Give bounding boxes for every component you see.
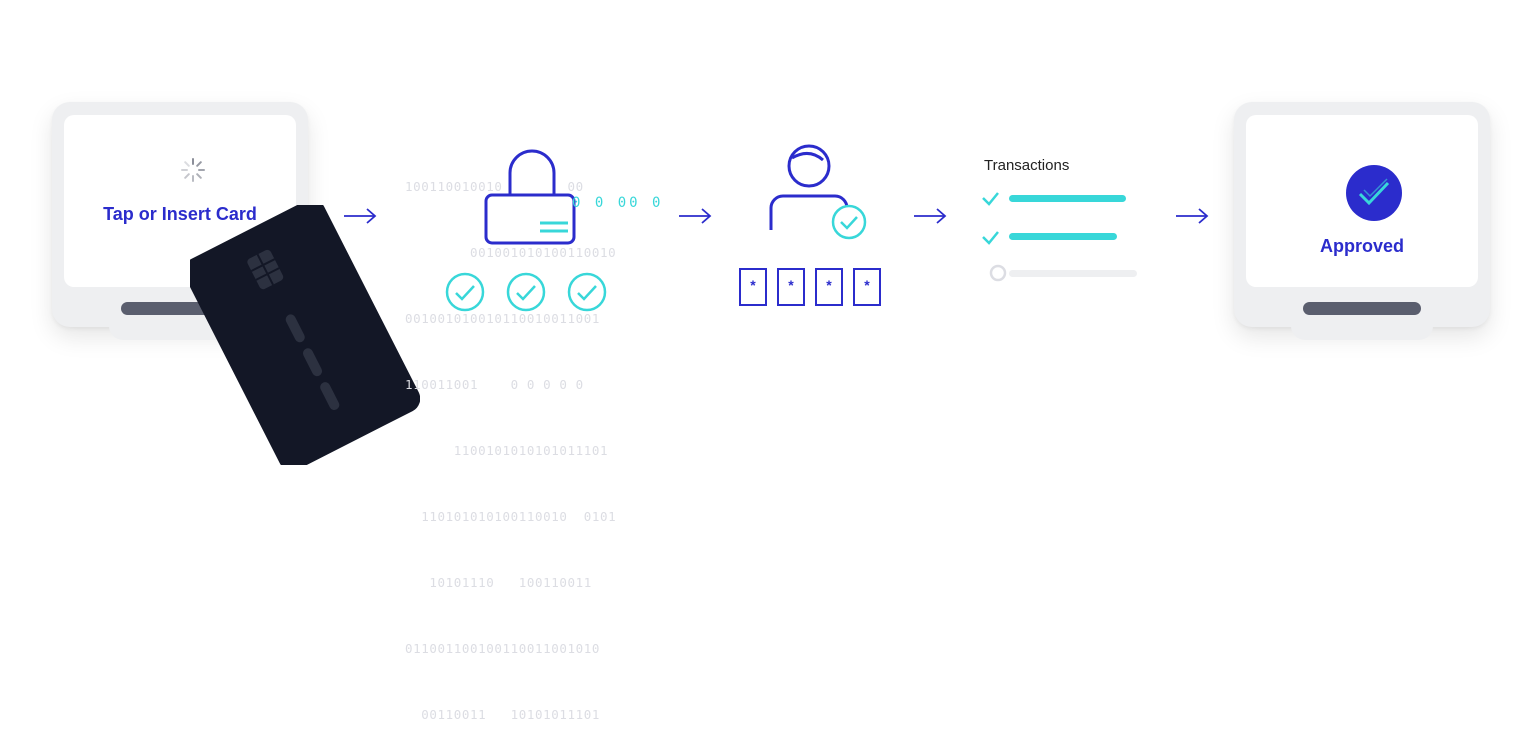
binary-line: 011001100100110011001010 <box>405 641 601 656</box>
pin-digit-box: * <box>853 268 881 306</box>
approved-label: Approved <box>1319 236 1404 256</box>
credit-card-icon <box>190 205 420 465</box>
check-circle-icon <box>506 272 546 312</box>
binary-line: 110011001 0 0 0 0 0 <box>405 377 601 392</box>
approved-check-icon <box>1346 165 1402 221</box>
card-slot <box>1303 302 1421 315</box>
flow-arrow-2 <box>679 208 712 224</box>
transaction-bar-complete <box>1009 195 1126 202</box>
transactions-checklist <box>982 192 1137 282</box>
binary-line: 00110011 10101011101 <box>405 707 601 722</box>
check-circle-icon <box>445 272 485 312</box>
pending-circle-icon <box>989 264 1007 282</box>
pin-digit-box: * <box>815 268 843 306</box>
transaction-bar-pending <box>1009 270 1137 277</box>
loading-spinner-icon <box>181 158 205 182</box>
check-icon <box>982 192 999 206</box>
check-icon <box>982 231 999 245</box>
payment-terminal-tap: Tap or Insert Card <box>52 102 308 340</box>
binary-line: 001001010100110010 <box>405 245 617 260</box>
check-circle-icon <box>567 272 607 312</box>
binary-line: 100110010010 00 <box>405 179 584 194</box>
binary-line: 110101010100110010 0101 <box>405 509 617 524</box>
flow-arrow-1 <box>344 208 377 224</box>
flow-arrow-3 <box>914 208 947 224</box>
tap-card-prompt: Tap or Insert Card <box>103 204 257 224</box>
binary-line: 1100101010101011101 <box>405 443 609 458</box>
user-verified-icon <box>769 144 867 240</box>
terminal-screen: Approved <box>1246 115 1478 287</box>
card-slot-housing <box>1291 290 1433 340</box>
padlock-icon <box>484 149 576 245</box>
encrypted-bits-highlight: 0 0 00 0 <box>572 195 664 211</box>
pin-digit-box: * <box>777 268 805 306</box>
payment-terminal-approved: Approved <box>1234 102 1490 340</box>
pin-digit-box: * <box>739 268 767 306</box>
transaction-bar-complete <box>1009 233 1117 240</box>
flow-arrow-4 <box>1176 208 1209 224</box>
binary-line: 10101110 100110011 <box>405 575 609 590</box>
binary-line: 001001010010110010011001 <box>405 311 601 326</box>
transactions-title: Transactions <box>984 157 1070 174</box>
